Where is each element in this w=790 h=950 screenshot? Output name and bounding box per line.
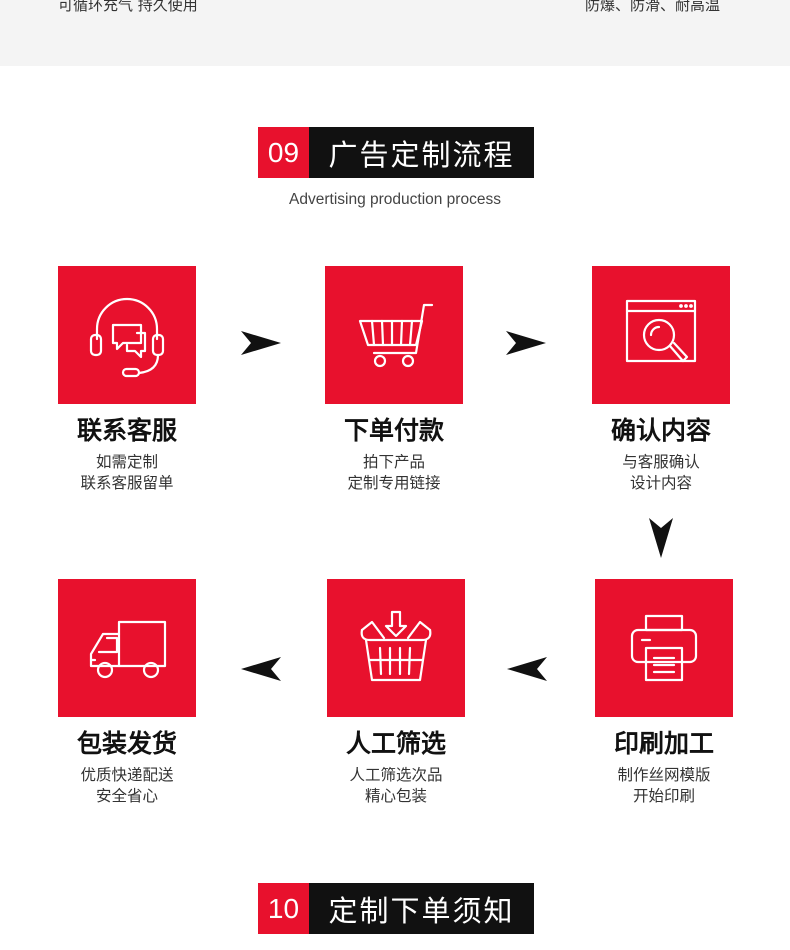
step-icon-box	[325, 266, 463, 404]
arrow-down-icon	[646, 516, 676, 560]
step-desc-line2: 安全省心	[95, 787, 158, 805]
step-desc-line1: 制作丝网模版	[617, 766, 711, 784]
step-confirm-content: 确认内容 与客服确认 设计内容	[561, 266, 761, 494]
step-icon-box	[592, 266, 730, 404]
step-icon-box	[327, 579, 465, 717]
step-desc-line2: 定制专用链接	[347, 474, 441, 492]
delivery-truck-icon	[89, 620, 167, 679]
section-10-number: 10	[258, 883, 309, 934]
section-09-subtitle: Advertising production process	[289, 191, 501, 208]
step-order-payment: 下单付款 拍下产品 定制专用链接	[294, 266, 494, 494]
step-desc-line2: 开始印刷	[632, 787, 695, 805]
arrow-right-icon	[504, 328, 548, 358]
step-name: 印刷加工	[613, 729, 714, 758]
step-icon-box	[58, 266, 196, 404]
step-desc-line1: 人工筛选次品	[349, 766, 443, 784]
step-desc-line1: 如需定制	[95, 453, 158, 471]
step-desc-line1: 优质快递配送	[80, 766, 174, 784]
step-desc-line1: 与客服确认	[622, 453, 700, 471]
step-name: 人工筛选	[345, 729, 446, 758]
arrow-right-icon	[239, 328, 283, 358]
step-icon-box	[58, 579, 196, 717]
section-09-title: 广告定制流程	[309, 127, 534, 178]
step-packing-shipping: 包装发货 优质快递配送 安全省心	[27, 579, 227, 807]
headset-chat-icon	[89, 297, 165, 378]
arrow-left-icon	[239, 654, 283, 684]
step-name: 下单付款	[343, 416, 444, 445]
section-10-title: 定制下单须知	[309, 883, 534, 934]
browser-search-icon	[625, 299, 697, 363]
top-band-left-text: 可循环充气 持久使用	[58, 0, 198, 14]
section-10-header: 10 定制下单须知	[258, 883, 534, 934]
step-desc-line2: 精心包装	[364, 787, 427, 805]
step-printing: 印刷加工 制作丝网模版 开始印刷	[564, 579, 764, 807]
step-contact-service: 联系客服 如需定制 联系客服留单	[27, 266, 227, 494]
basket-icon	[360, 610, 432, 682]
arrow-left-icon	[505, 654, 549, 684]
top-band: 可循环充气 持久使用 防爆、防滑、耐高温	[0, 0, 790, 66]
step-desc-line2: 设计内容	[629, 474, 692, 492]
top-band-right-text: 防爆、防滑、耐高温	[585, 0, 721, 14]
step-icon-box	[595, 579, 733, 717]
step-desc-line1: 拍下产品	[362, 453, 425, 471]
section-09-number: 09	[258, 127, 309, 178]
printer-icon	[630, 614, 698, 682]
step-name: 确认内容	[610, 416, 711, 445]
step-manual-screening: 人工筛选 人工筛选次品 精心包装	[296, 579, 496, 807]
step-name: 联系客服	[76, 416, 177, 445]
step-desc-line2: 联系客服留单	[80, 474, 174, 492]
step-name: 包装发货	[76, 729, 177, 758]
section-09-header: 09 广告定制流程	[258, 127, 534, 178]
shopping-cart-icon	[358, 303, 434, 368]
